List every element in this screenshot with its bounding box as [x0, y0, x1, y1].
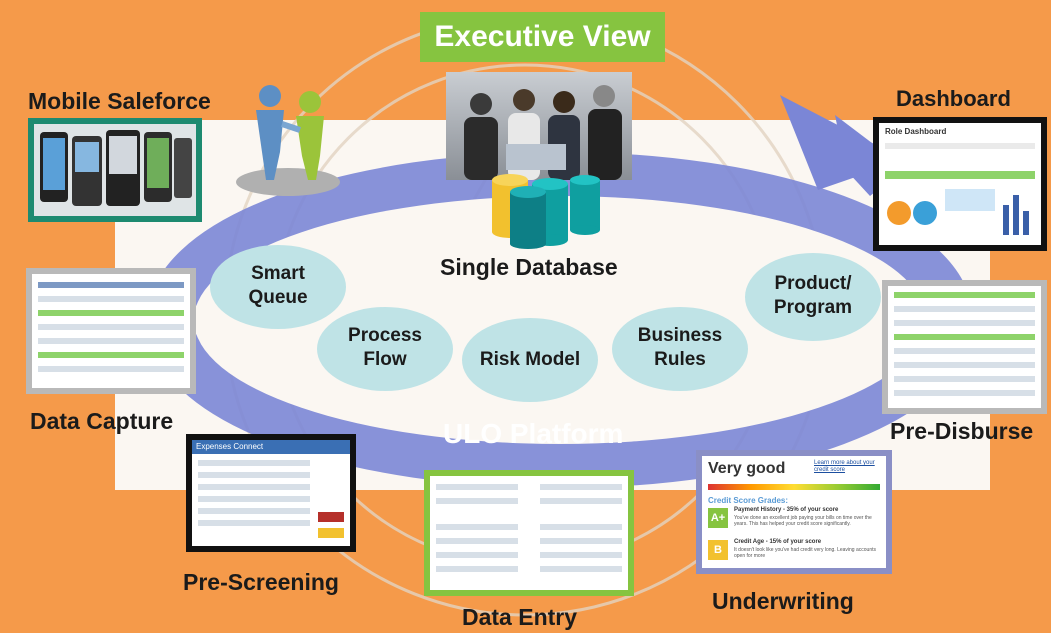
handshake-figures-icon [236, 85, 340, 196]
module-label: Rules [654, 349, 706, 370]
underwriting-screenshot: Very good Learn more about your credit s… [696, 450, 892, 574]
smart-queue-ellipse [210, 245, 346, 329]
data-entry-label: Data Entry [462, 604, 578, 630]
dashboard-heading: Role Dashboard [885, 127, 947, 136]
module-process-flow: Process Flow [325, 324, 445, 372]
executive-team-photo [446, 72, 632, 180]
submit-button-icon [318, 512, 344, 522]
process-flow-ellipse [317, 307, 453, 391]
credit-grades-heading: Credit Score Grades: [708, 496, 789, 505]
dashboard-charts-icon [887, 189, 1029, 235]
module-label: Smart [251, 263, 305, 284]
grade-b-title: Credit Age - 15% of your score [734, 539, 822, 545]
next-button-icon [318, 528, 344, 538]
mobile-saleforce-label: Mobile Saleforce [28, 88, 211, 114]
module-label: Product/ [774, 273, 852, 294]
module-product-program: Product/ Program [753, 272, 873, 320]
data-entry-screen [430, 476, 628, 590]
module-label: Risk Model [479, 349, 581, 370]
module-label: Queue [248, 287, 308, 308]
pre-screening-heading: Expenses Connect [192, 440, 350, 454]
data-capture-screenshot [26, 268, 196, 394]
dashboard-screenshot: Role Dashboard [873, 117, 1047, 251]
pre-disburse-label: Pre-Disburse [890, 418, 1034, 444]
pre-screening-label: Pre-Screening [183, 569, 339, 595]
pre-disburse-screenshot [882, 280, 1047, 414]
module-label: Flow [363, 349, 407, 370]
module-risk-model: Risk Model [460, 348, 600, 372]
product-program-ellipse [745, 253, 881, 341]
underwriting-label: Underwriting [712, 588, 854, 614]
mobile-devices-image [28, 118, 202, 222]
module-label: Program [773, 297, 853, 318]
grade-b-badge: B [708, 540, 728, 560]
single-database-label: Single Database [440, 254, 618, 280]
dashboard-label: Dashboard [896, 86, 1011, 111]
database-icon [492, 174, 600, 249]
data-capture-label: Data Capture [30, 408, 174, 434]
credit-score-bar [708, 484, 880, 490]
pre-screening-screenshot: Expenses Connect [186, 434, 356, 552]
module-label: Process [348, 325, 422, 346]
grade-a-badge: A+ [708, 508, 728, 528]
pre-disburse-screen [888, 286, 1041, 408]
module-label: Business [637, 325, 723, 346]
business-rules-ellipse [612, 307, 748, 391]
risk-model-ellipse [462, 318, 598, 402]
module-business-rules: Business Rules [620, 324, 740, 372]
module-smart-queue: Smart Queue [218, 262, 338, 310]
credit-rating: Very good [708, 460, 786, 477]
data-entry-screenshot [424, 470, 634, 596]
grade-b-text: It doesn't look like you've had credit v… [734, 547, 876, 559]
credit-score-card: Very good Learn more about your credit s… [702, 456, 886, 568]
grade-a-title: Payment History - 35% of your score [734, 507, 839, 513]
people-icon [464, 85, 622, 180]
ulo-platform-label: ULO Platform [443, 418, 624, 449]
grade-a-text: You've done an excellent job paying your… [734, 515, 872, 527]
data-capture-screen [32, 274, 190, 388]
smartphones-icon [34, 124, 196, 216]
pre-screening-screen: Expenses Connect [192, 440, 350, 546]
credit-learn-more-link[interactable]: Learn more about your credit score [814, 460, 875, 473]
executive-view-banner: Executive View [420, 12, 665, 62]
dashboard-screen: Role Dashboard [879, 123, 1041, 245]
